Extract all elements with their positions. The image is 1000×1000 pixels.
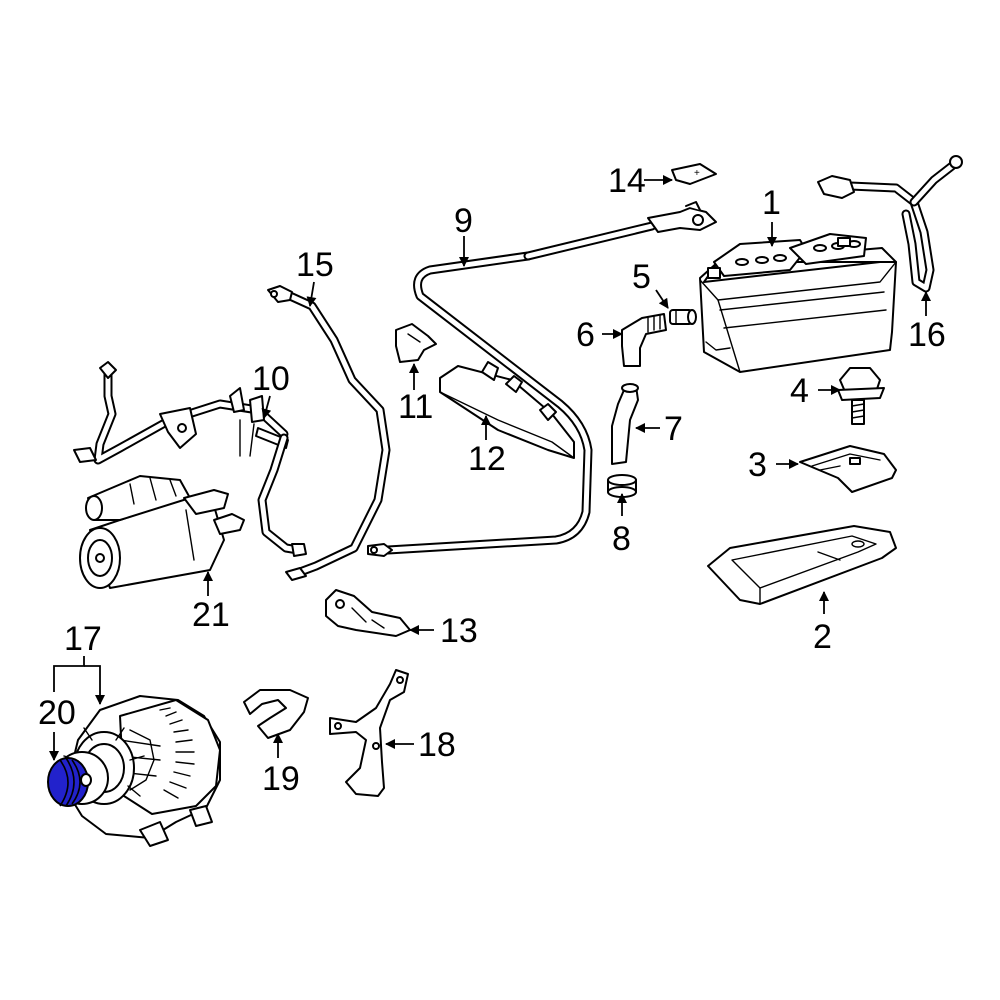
plus-symbol: + xyxy=(694,168,700,179)
callout-19: 19 xyxy=(262,760,300,798)
terminal-clip[interactable]: + xyxy=(671,163,717,185)
callout-5: 5 xyxy=(632,258,651,296)
cable-clamp[interactable] xyxy=(243,689,309,739)
callout-12: 12 xyxy=(468,440,506,478)
terminal-cover[interactable] xyxy=(395,323,437,363)
callout-13: 13 xyxy=(440,612,478,650)
negative-battery-cable[interactable] xyxy=(817,155,963,293)
vent-hose[interactable] xyxy=(611,383,639,465)
callout-1: 1 xyxy=(762,184,781,222)
battery-tray[interactable] xyxy=(707,525,897,605)
alternator-bracket[interactable] xyxy=(329,669,409,797)
ground-cable[interactable] xyxy=(257,285,391,581)
callout-15: 15 xyxy=(296,246,334,284)
callout-9: 9 xyxy=(454,202,473,240)
starter-motor[interactable] xyxy=(79,475,245,589)
callout-4: 4 xyxy=(790,372,809,410)
callout-11: 11 xyxy=(398,388,433,426)
callout-16: 16 xyxy=(908,316,946,354)
wiring-harness[interactable] xyxy=(73,361,289,465)
callout-18: 18 xyxy=(418,726,456,764)
distribution-block[interactable] xyxy=(439,361,575,459)
alternator-pulley[interactable] xyxy=(47,751,109,807)
callout-labels: 1 2 3 4 5 6 7 8 9 10 11 12 13 14 15 16 1… xyxy=(38,162,946,798)
callout-2: 2 xyxy=(813,618,832,656)
positive-battery-cable[interactable] xyxy=(367,201,717,557)
callout-21: 21 xyxy=(192,596,230,634)
callout-6: 6 xyxy=(576,316,595,354)
callout-8: 8 xyxy=(612,520,631,558)
callout-10: 10 xyxy=(252,360,290,398)
cable-mount-bracket[interactable] xyxy=(325,589,411,637)
hold-down-bracket[interactable] xyxy=(799,445,897,493)
elbow-connector[interactable] xyxy=(621,313,667,367)
grommet[interactable] xyxy=(607,474,637,498)
callout-3: 3 xyxy=(748,446,767,484)
callout-14: 14 xyxy=(608,162,646,200)
callout-20: 20 xyxy=(38,694,76,732)
flange-bolt[interactable] xyxy=(837,367,885,425)
vent-fitting[interactable] xyxy=(669,309,697,325)
callout-7: 7 xyxy=(664,410,683,448)
callout-17: 17 xyxy=(64,620,102,658)
battery[interactable] xyxy=(699,233,897,373)
leader-lines xyxy=(49,175,931,761)
